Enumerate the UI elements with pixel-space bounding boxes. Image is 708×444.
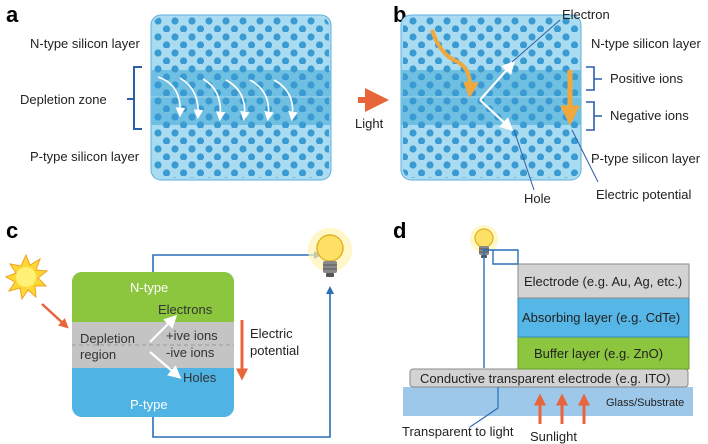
depletion-label-line2: region [80, 347, 116, 362]
thin-film-stack [403, 263, 693, 416]
depletion-zone-label: Depletion zone [20, 92, 107, 107]
glass-substrate-layer [403, 387, 693, 416]
p-type-label: P-type [130, 397, 168, 412]
electron-path-arrow [430, 29, 479, 98]
hole-leader [513, 129, 535, 191]
potential-leader [571, 129, 599, 183]
positive-ions-bracket [586, 66, 602, 91]
electron-hole-pair-arrows [479, 60, 515, 132]
electron-leader [511, 19, 561, 63]
transparent-leader [469, 387, 499, 428]
electrode-layer [517, 263, 690, 299]
external-circuit-top-wire [152, 251, 322, 272]
conductive-label: Conductive transparent electrode (e.g. I… [420, 371, 671, 386]
electrons-label: Electrons [158, 302, 213, 317]
electron-drift-arrows [157, 76, 298, 122]
positive-ions-label-c: +ive ions [166, 328, 218, 343]
silicon-wafer-a [150, 14, 332, 181]
depletion-label-line1: Depletion [80, 331, 135, 346]
sun-icon [4, 253, 49, 301]
n-type-layer-label: N-type silicon layer [30, 36, 140, 51]
wire-bulb-to-electrode [483, 249, 518, 265]
p-type-layer-label-b: P-type silicon layer [591, 151, 701, 166]
silicon-wafer-b [400, 14, 582, 181]
light-label: Light [355, 116, 384, 131]
panel-letter-d: d [393, 218, 406, 243]
panel-letter-a: a [6, 2, 19, 27]
negative-ions-bracket [586, 101, 602, 131]
buffer-label: Buffer layer (e.g. ZnO) [534, 346, 663, 361]
holes-label: Holes [183, 370, 217, 385]
depletion-bracket [127, 66, 142, 130]
negative-ions-label: Negative ions [610, 108, 689, 123]
electric-potential-label: Electric potential [596, 187, 691, 202]
sunlight-arrow-c [41, 303, 69, 329]
electron-label: Electron [562, 7, 610, 22]
sunlight-label: Sunlight [530, 429, 577, 444]
hole-label: Hole [524, 191, 551, 206]
panel-c: c N-type Electrons Depletion region +ive… [4, 218, 352, 438]
panel-d: d Electrode (e.g. Au, Ag, etc.) Absorbin… [393, 218, 693, 444]
panel-letter-c: c [6, 218, 18, 243]
carrier-arrows [149, 314, 182, 379]
n-type-layer-label-b: N-type silicon layer [591, 36, 701, 51]
positive-ions-label: Positive ions [610, 71, 683, 86]
transparent-label: Transparent to light [402, 424, 514, 439]
n-type-label: N-type [130, 280, 168, 295]
wire-loop [493, 249, 519, 264]
absorbing-label: Absorbing layer (e.g. CdTe) [522, 310, 680, 325]
pn-junction-cell [72, 272, 234, 417]
electric-label-line2: potential [250, 343, 299, 358]
p-type-layer-label: P-type silicon layer [30, 149, 140, 164]
glass-label: Glass/Substrate [606, 397, 684, 409]
external-circuit-bottom-wire [152, 286, 334, 438]
sunlight-arrows-d [534, 393, 590, 424]
panel-b: b Light Electron N-type silicon layer Po… [355, 2, 701, 206]
electric-label-line1: Electric [250, 326, 293, 341]
electrode-label: Electrode (e.g. Au, Ag, etc.) [524, 274, 682, 289]
lightbulb-icon [308, 228, 352, 277]
negative-ions-label-c: -ive ions [166, 345, 215, 360]
lightbulb-icon-d [470, 225, 498, 258]
panel-a: a N-type silicon layer Depletion zone P-… [6, 2, 332, 181]
